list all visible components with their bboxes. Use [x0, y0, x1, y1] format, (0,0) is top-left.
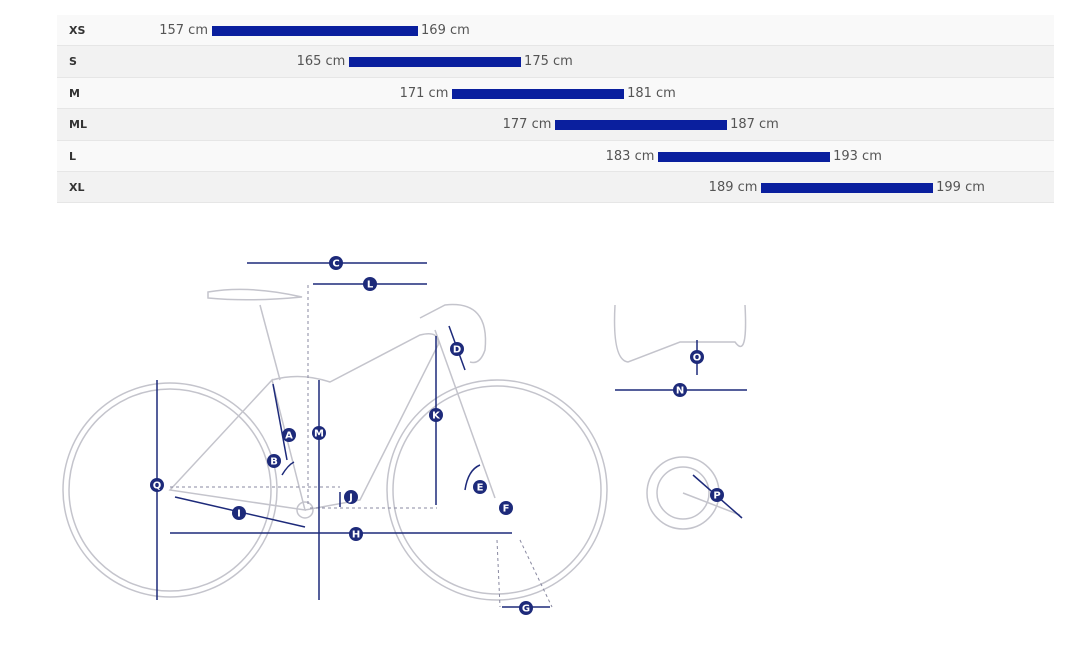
marker-letter: J — [348, 493, 353, 504]
min-height-label: 189 cm — [708, 179, 758, 195]
marker-letter: L — [367, 280, 374, 291]
height-range-bar — [761, 182, 934, 193]
dimension-marker-g: G — [519, 601, 533, 615]
dimension-marker-e: E — [473, 480, 487, 494]
marker-letter: D — [453, 345, 461, 356]
height-range-bar — [658, 151, 831, 162]
size-row-ml: ML 177 cm 187 cm — [57, 109, 1054, 141]
size-chart: XS 157 cm 169 cm S 165 cm 175 cm M 171 cm 181 cm… — [57, 15, 1054, 204]
marker-letter: H — [352, 530, 360, 541]
height-range-bar — [452, 88, 625, 99]
max-height-label: 175 cm — [524, 54, 573, 70]
dimension-marker-j: J — [344, 490, 358, 504]
size-row-l: L 183 cm 193 cm — [57, 140, 1054, 172]
marker-letter: O — [693, 353, 702, 364]
dimension-marker-i: I — [232, 506, 246, 520]
size-row-s: S 165 cm 175 cm — [57, 46, 1054, 78]
dimension-marker-b: B — [267, 454, 281, 468]
min-height-label: 165 cm — [296, 54, 346, 70]
marker-letter: C — [332, 259, 339, 270]
dimension-marker-q: Q — [150, 478, 164, 492]
size-label: ML — [69, 118, 87, 132]
size-label: XL — [69, 180, 85, 194]
marker-letter: A — [285, 431, 293, 442]
marker-letter: G — [522, 604, 530, 615]
min-height-label: 157 cm — [159, 23, 208, 38]
size-label: XS — [69, 24, 86, 37]
dimension-marker-n: N — [673, 383, 687, 397]
dimension-marker-p: P — [710, 488, 724, 502]
marker-letter: B — [270, 457, 278, 468]
max-height-label: 181 cm — [627, 85, 676, 101]
dimension-marker-d: D — [450, 342, 464, 356]
dimension-marker-k: K — [429, 408, 443, 422]
dimension-arrows — [156, 262, 747, 608]
size-label: M — [69, 86, 80, 100]
max-height-label: 169 cm — [421, 23, 470, 38]
bike-frame-drawing — [62, 288, 747, 601]
max-height-label: 193 cm — [833, 148, 882, 164]
min-height-label: 171 cm — [399, 85, 449, 101]
marker-letter: I — [237, 509, 241, 520]
size-row-m: M 171 cm 181 cm — [57, 77, 1054, 110]
height-range-bar — [555, 120, 728, 131]
height-range-bar — [212, 26, 419, 36]
marker-letter: F — [503, 504, 510, 515]
size-row-xs: XS 157 cm 169 cm — [57, 15, 1054, 47]
marker-letter: K — [432, 411, 441, 422]
min-height-label: 183 cm — [605, 148, 655, 164]
dimension-marker-f: F — [499, 501, 513, 515]
size-label: S — [69, 55, 77, 69]
marker-letter: N — [676, 386, 684, 397]
dimension-marker-a: A — [282, 428, 296, 442]
dimension-marker-m: M — [312, 426, 326, 440]
dimension-marker-c: C — [329, 256, 343, 270]
marker-letter: M — [314, 429, 324, 440]
dimension-marker-l: L — [363, 277, 377, 291]
marker-letter: Q — [153, 481, 162, 492]
max-height-label: 199 cm — [936, 179, 985, 195]
size-row-xl: XL 189 cm 199 cm — [57, 171, 1054, 204]
marker-letter: P — [713, 491, 720, 502]
dimension-marker-h: H — [349, 527, 363, 541]
marker-letter: E — [477, 483, 484, 494]
max-height-label: 187 cm — [730, 117, 779, 133]
min-height-label: 177 cm — [502, 117, 552, 133]
size-label: L — [69, 149, 77, 163]
dimension-marker-o: O — [690, 350, 704, 364]
height-range-bar — [349, 57, 522, 68]
